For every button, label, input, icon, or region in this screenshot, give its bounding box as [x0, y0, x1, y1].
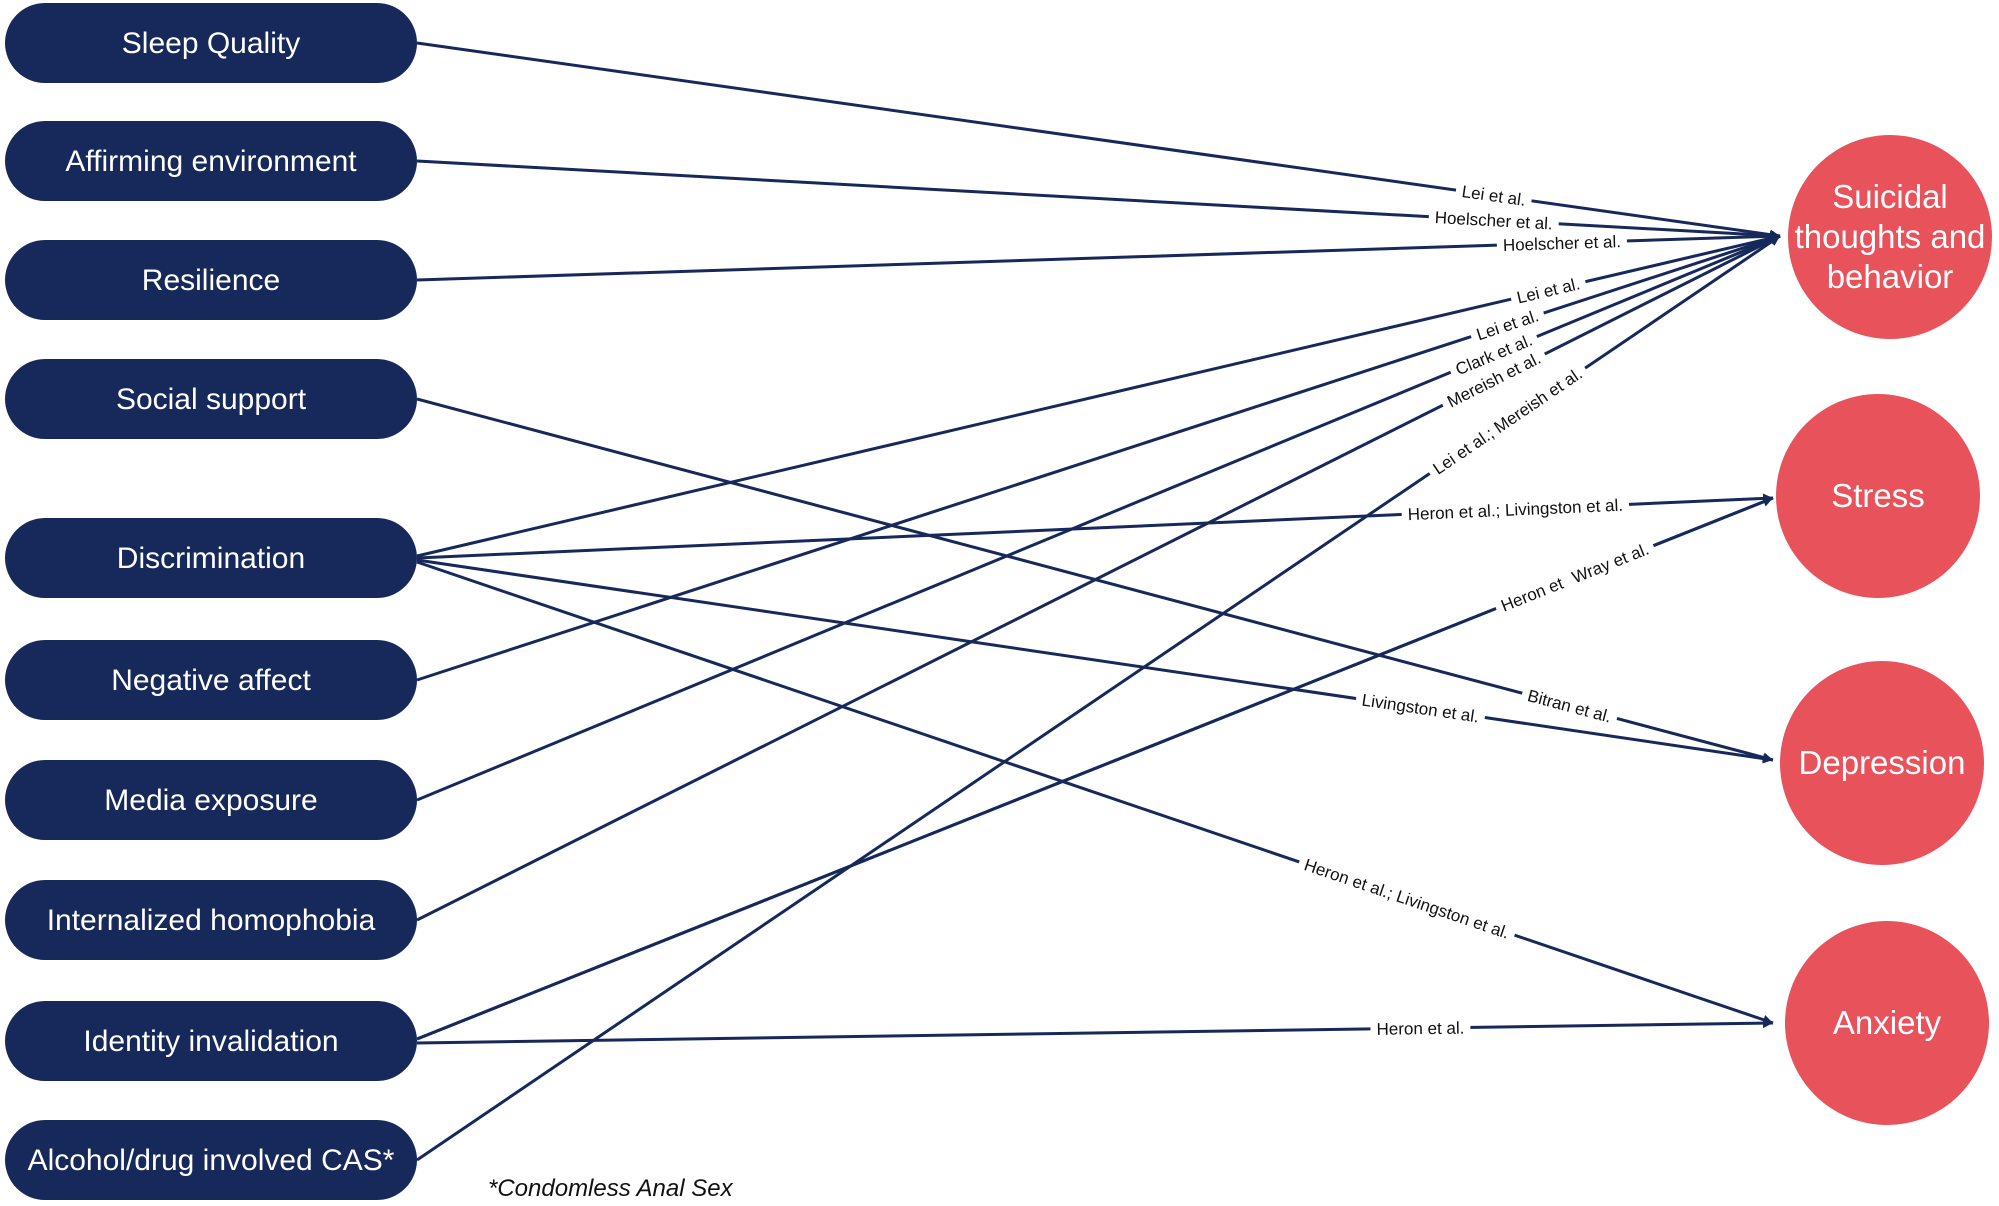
factor-pill — [5, 880, 417, 960]
outcome-label: Depression — [1799, 744, 1966, 781]
factor-pill — [5, 518, 417, 598]
edge-label-group: Heron et al. — [1370, 1017, 1471, 1041]
factor-node-resilience: Resilience — [5, 240, 417, 320]
edge-citation-label: Livingston et al. — [1361, 690, 1481, 726]
edge-citation-label: Heron et al. — [1376, 1019, 1464, 1039]
outcome-label: thoughts and — [1795, 218, 1986, 255]
edge-label-group: Hoelscher et al. — [1496, 230, 1628, 258]
edge-affirming-environment-to-suicidal — [416, 159, 1781, 241]
edges-layer — [416, 41, 1781, 1162]
edge-label-background — [1370, 1017, 1471, 1041]
factor-label: Identity invalidation — [83, 1025, 338, 1058]
outcome-circle — [1780, 661, 1984, 865]
edge-label-background — [1446, 327, 1542, 384]
edge-identity-invalidation-to-anxiety — [416, 1018, 1774, 1045]
factor-pill — [5, 121, 417, 201]
edge-label-group: Heron et al.; Livingston et al. — [1401, 494, 1630, 527]
factor-node-affirming-environment: Affirming environment — [5, 121, 417, 201]
edge-negative-affect-to-suicidal — [416, 234, 1781, 682]
outcome-node-stress: Stress — [1776, 394, 1980, 598]
edge-label-group: Wray et al. — [1563, 536, 1658, 592]
edge-label-group: Bitran et al. — [1519, 683, 1620, 731]
factor-node-social-support: Social support — [5, 359, 417, 439]
outcome-node-depression: Depression — [1780, 661, 1984, 865]
edge-label-background — [1401, 494, 1630, 527]
outcome-label: Suicidal — [1832, 178, 1948, 215]
edge-label-group: Lei et al. — [1454, 180, 1533, 213]
factor-pill — [5, 640, 417, 720]
edge-label-background — [1428, 206, 1560, 236]
edge-label-group: Heron et al.; Livingston et al. — [1295, 852, 1518, 947]
factor-pill — [5, 240, 417, 320]
factor-pill — [5, 1120, 417, 1200]
edge-media-exposure-to-suicidal — [416, 234, 1781, 802]
factor-pill — [5, 760, 417, 840]
edge-label-background — [1424, 359, 1592, 484]
factor-node-internalized-homophobia: Internalized homophobia — [5, 880, 417, 960]
edge-citation-label: Hoelscher et al. — [1503, 232, 1622, 255]
factor-node-identity-invalidation: Identity invalidation — [5, 1001, 417, 1081]
outcome-label: behavior — [1827, 258, 1954, 295]
edge-label-group: Lei et al. — [1508, 271, 1589, 311]
edge-discrimination-to-depression — [416, 558, 1774, 764]
edge-label-group: Hoelscher et al. — [1428, 206, 1560, 236]
factor-pill — [5, 359, 417, 439]
edge-label-background — [1438, 345, 1551, 416]
outcome-node-anxiety: Anxiety — [1785, 921, 1989, 1125]
edge-label-group: Livingston et al. — [1354, 688, 1487, 730]
outcome-label: Anxiety — [1833, 1004, 1942, 1041]
edge-sleep-quality-to-suicidal — [416, 41, 1781, 240]
factor-node-discrimination: Discrimination — [5, 518, 417, 598]
edge-label-background — [1519, 683, 1620, 731]
factor-pill — [5, 3, 417, 83]
footnote: *Condomless Anal Sex — [488, 1175, 734, 1202]
factor-node-alcohol-drug-cas: Alcohol/drug involved CAS* — [5, 1120, 417, 1200]
factor-label: Sleep Quality — [122, 27, 300, 60]
edge-discrimination-to-anxiety — [416, 560, 1774, 1025]
outcome-circle — [1788, 135, 1992, 339]
outcome-label: Stress — [1831, 477, 1925, 514]
edge-label-background — [1354, 688, 1487, 730]
outcome-circle — [1776, 394, 1980, 598]
edge-label-background — [1496, 230, 1628, 258]
edge-label-background — [1295, 852, 1518, 947]
factor-label: Resilience — [142, 264, 280, 297]
factor-label: Negative affect — [111, 664, 311, 697]
factor-pill — [5, 1001, 417, 1081]
edge-label-background — [1468, 303, 1548, 349]
factor-node-sleep-quality: Sleep Quality — [5, 3, 417, 83]
edge-label-background — [1563, 536, 1658, 592]
outcome-circle — [1785, 921, 1989, 1125]
factor-label: Social support — [116, 383, 307, 416]
edge-citation-label: Heron et al.; Livingston et al. — [1302, 855, 1512, 942]
factor-node-negative-affect: Negative affect — [5, 640, 417, 720]
factor-label: Media exposure — [104, 784, 317, 817]
edge-label-background — [1508, 271, 1589, 311]
edge-label-background — [1454, 180, 1533, 213]
factor-label: Alcohol/drug involved CAS* — [28, 1144, 395, 1177]
factor-node-media-exposure: Media exposure — [5, 760, 417, 840]
edge-citation-label: Bitran et al. — [1525, 686, 1613, 726]
edge-internalized-homophobia-to-suicidal — [416, 234, 1781, 922]
factor-label: Internalized homophobia — [47, 904, 376, 937]
factor-label: Affirming environment — [65, 145, 357, 178]
factor-label: Discrimination — [117, 542, 305, 575]
